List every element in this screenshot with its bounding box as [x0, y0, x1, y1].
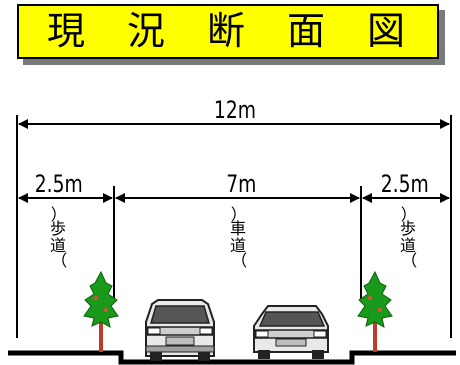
title-char: 断	[207, 9, 246, 53]
paren-open: ︵	[399, 205, 418, 222]
paren-close: ︶	[229, 251, 248, 268]
zone-label-roadway: ︵ 車 道 ︶	[228, 206, 248, 268]
title-char: 況	[127, 9, 166, 53]
title-banner: 現 況 断 面 図	[17, 4, 439, 59]
car-icon	[253, 305, 329, 359]
dimension-label-roadway: 7m	[226, 170, 257, 198]
paren-open: ︵	[49, 205, 68, 222]
dimension-label-total: 12m	[213, 96, 256, 124]
tree-icon	[357, 270, 393, 352]
title-char: 現	[47, 9, 86, 53]
zone-char: 道	[229, 236, 246, 255]
zone-label-sidewalk-right: ︵ 歩 道 ︶	[398, 206, 418, 268]
paren-open: ︵	[229, 205, 248, 222]
dimension-label-sidewalk-left: 2.5m	[34, 170, 83, 198]
zone-char: 車	[229, 219, 246, 238]
dimension-label-sidewalk-right: 2.5m	[380, 170, 429, 198]
zone-char: 道	[399, 236, 416, 255]
zone-char: 歩	[399, 219, 416, 238]
car-icon	[145, 299, 215, 361]
title-char: 図	[367, 9, 406, 53]
road-surface-profile	[8, 350, 456, 365]
tree-icon	[83, 270, 119, 352]
paren-close: ︶	[49, 251, 68, 268]
zone-char: 道	[49, 236, 66, 255]
zone-label-sidewalk-left: ︵ 歩 道 ︶	[48, 206, 68, 268]
page-title: 現 況 断 面 図	[19, 6, 437, 57]
title-char: 面	[287, 9, 326, 53]
zone-char: 歩	[49, 219, 66, 238]
paren-close: ︶	[399, 251, 418, 268]
